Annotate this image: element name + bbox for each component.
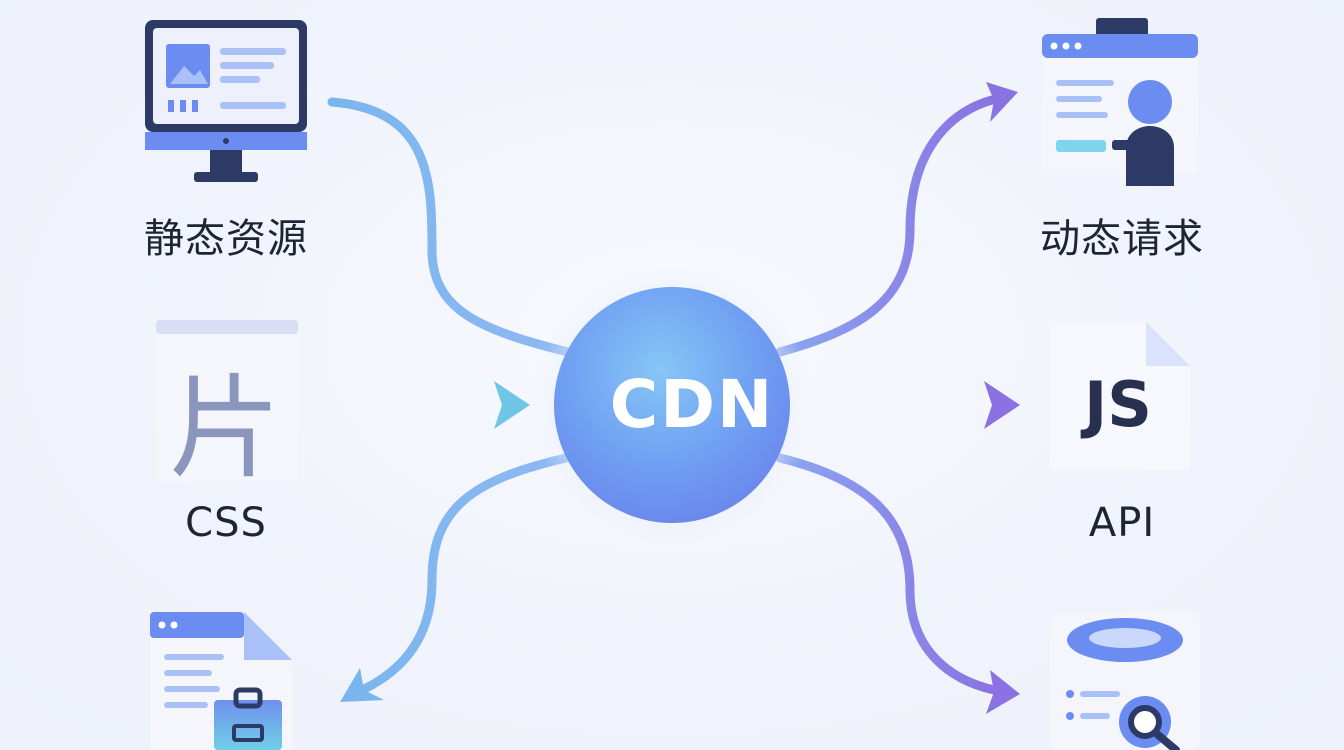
api-label: API	[1088, 500, 1156, 546]
arrow-cdn-to-doc	[340, 453, 571, 702]
document-icon	[156, 320, 298, 482]
cdn-node	[554, 287, 790, 523]
css-label: CSS	[185, 500, 267, 546]
js-file-icon	[1050, 322, 1190, 470]
arrow-cdn-to-db	[775, 453, 1020, 714]
arrow-css-to-cdn	[325, 381, 530, 429]
database-search-icon	[1050, 612, 1200, 750]
arrow-cdn-to-api	[803, 381, 1020, 429]
static-resources-label: 静态资源	[144, 216, 308, 262]
cdn-label: CDN	[609, 366, 775, 443]
css-glyph: 片	[169, 364, 281, 494]
monitor-icon	[145, 20, 307, 182]
arrow-static-to-cdn	[327, 97, 573, 357]
arrow-cdn-to-dynamic	[775, 82, 1018, 357]
dynamic-requests-label: 动态请求	[1040, 216, 1204, 262]
document-clipboard-icon	[150, 612, 292, 750]
js-glyph: JS	[1084, 368, 1152, 441]
browser-user-icon	[1042, 18, 1198, 186]
